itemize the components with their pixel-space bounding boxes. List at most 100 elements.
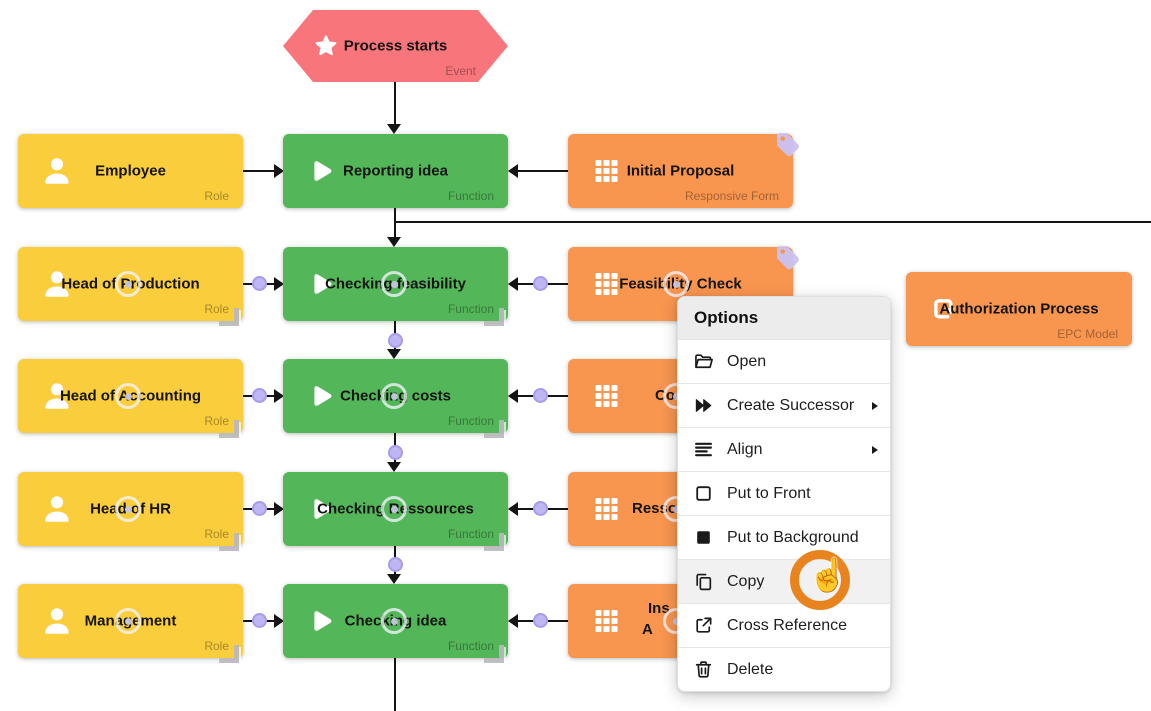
function-node-reporting-idea[interactable]: Reporting idea Function: [283, 134, 508, 208]
menu-item-align[interactable]: Align: [678, 427, 890, 471]
grid-icon: [594, 384, 619, 409]
function-node-checking-costs[interactable]: Checking costs Function: [283, 359, 508, 438]
node-title: Process starts: [343, 37, 448, 55]
menu-item-delete[interactable]: Delete: [678, 647, 890, 691]
corner-marker-icon: [219, 533, 239, 551]
align-lines-icon: [693, 439, 714, 460]
context-menu: Options Open Create Successor Align Put …: [677, 296, 891, 692]
copy-icon: [693, 571, 714, 592]
corner-marker-icon: [484, 645, 504, 663]
grid-icon: [594, 609, 619, 634]
node-title: Employee: [95, 162, 166, 180]
arrowhead-left: [508, 164, 518, 178]
person-icon: [40, 267, 74, 301]
function-node-checking-ressources[interactable]: Checking Ressources Function: [283, 472, 508, 551]
epc-model-icon: [930, 295, 958, 323]
role-node-head-of-accounting[interactable]: Head of Accounting Role: [18, 359, 243, 438]
submenu-chevron-icon: [872, 445, 878, 454]
connector-handle[interactable]: [533, 388, 548, 403]
arrowhead-right: [274, 614, 284, 628]
menu-item-label: Put to Front: [727, 484, 811, 502]
play-icon: [305, 606, 335, 636]
arrowhead-down: [387, 124, 401, 134]
node-title: Checking idea: [344, 612, 447, 630]
node-type-label: Role: [204, 527, 229, 541]
arrowhead-down: [387, 574, 401, 584]
square-filled-icon: [693, 527, 714, 548]
menu-item-create-successor[interactable]: Create Successor: [678, 383, 890, 427]
grid-icon: [594, 272, 619, 297]
menu-item-label: Copy: [727, 572, 765, 590]
node-type-label: Responsive Form: [684, 189, 779, 203]
menu-item-put-to-background[interactable]: Put to Background: [678, 515, 890, 559]
node-type-label: EPC Model: [1057, 327, 1118, 341]
menu-item-copy[interactable]: Copy: [678, 559, 890, 603]
node-type-label: Function: [447, 302, 494, 316]
menu-item-cross-reference[interactable]: Cross Reference: [678, 603, 890, 647]
grid-icon: [594, 497, 619, 522]
arrowhead-left: [508, 277, 518, 291]
node-title: Management: [84, 612, 177, 630]
menu-item-label: Open: [727, 352, 767, 370]
connector-handle[interactable]: [533, 501, 548, 516]
node-type-label: Function: [447, 414, 494, 428]
play-icon: [305, 156, 335, 186]
menu-item-label: Put to Background: [727, 528, 859, 546]
node-type-label: Role: [204, 302, 229, 316]
node-title: Resso: [632, 500, 678, 517]
corner-marker-icon: [484, 533, 504, 551]
node-title: Head of Production: [61, 275, 200, 293]
person-icon: [40, 154, 74, 188]
folder-open-icon: [693, 351, 714, 372]
menu-item-label: Create Successor: [727, 396, 855, 414]
connector-handle[interactable]: [533, 613, 548, 628]
node-type-label: Role: [204, 639, 229, 653]
edge-function5-down[interactable]: [394, 658, 396, 711]
connector-handle[interactable]: [252, 501, 267, 516]
function-node-checking-idea[interactable]: Checking idea Function: [283, 584, 508, 663]
click-indicator-ring: [790, 550, 850, 610]
grid-icon: [594, 159, 619, 184]
corner-marker-icon: [219, 308, 239, 326]
node-type-label: Function: [447, 189, 494, 203]
edge-artifact-to-function[interactable]: [517, 170, 568, 172]
event-node[interactable]: Process starts Event: [283, 10, 508, 82]
menu-item-open[interactable]: Open: [678, 339, 890, 383]
edge-branch-right[interactable]: [395, 221, 1151, 223]
menu-item-put-to-front[interactable]: Put to Front: [678, 471, 890, 515]
model-node-authorization-process[interactable]: Authorization Process EPC Model: [906, 272, 1132, 346]
edge-event-to-function[interactable]: [394, 82, 396, 125]
arrowhead-left: [508, 614, 518, 628]
role-node-head-of-production[interactable]: Head of Production Role: [18, 247, 243, 326]
person-icon: [40, 379, 74, 413]
role-node-management[interactable]: Management Role: [18, 584, 243, 663]
edge-role-to-function[interactable]: [243, 170, 276, 172]
play-icon: [305, 381, 335, 411]
menu-item-label: Align: [727, 440, 763, 458]
square-outline-icon: [693, 483, 714, 504]
arrowhead-right: [274, 164, 284, 178]
connector-handle[interactable]: [252, 613, 267, 628]
node-title: Checking Ressources: [317, 500, 474, 518]
arrowhead-down: [387, 237, 401, 247]
connector-handle[interactable]: [252, 276, 267, 291]
node-title: Authorization Process: [939, 300, 1099, 318]
connector-handle[interactable]: [388, 445, 403, 460]
submenu-chevron-icon: [872, 401, 878, 410]
connector-handle[interactable]: [252, 388, 267, 403]
corner-marker-icon: [219, 645, 239, 663]
role-node-employee[interactable]: Employee Role: [18, 134, 243, 208]
person-icon: [40, 492, 74, 526]
function-node-checking-feasibility[interactable]: Checking feasibility Function: [283, 247, 508, 326]
connector-handle[interactable]: [388, 557, 403, 572]
form-node-initial-proposal[interactable]: Initial Proposal Responsive Form: [568, 134, 793, 208]
tag-badge-icon: [772, 243, 802, 273]
connector-handle[interactable]: [388, 333, 403, 348]
connector-handle[interactable]: [533, 276, 548, 291]
corner-marker-icon: [219, 420, 239, 438]
role-node-head-of-hr[interactable]: Head of HR Role: [18, 472, 243, 551]
node-title: Checking feasibility: [325, 275, 466, 293]
arrowhead-right: [274, 502, 284, 516]
edge-function1-to-function2[interactable]: [394, 208, 396, 238]
node-title: Head of HR: [90, 500, 171, 518]
